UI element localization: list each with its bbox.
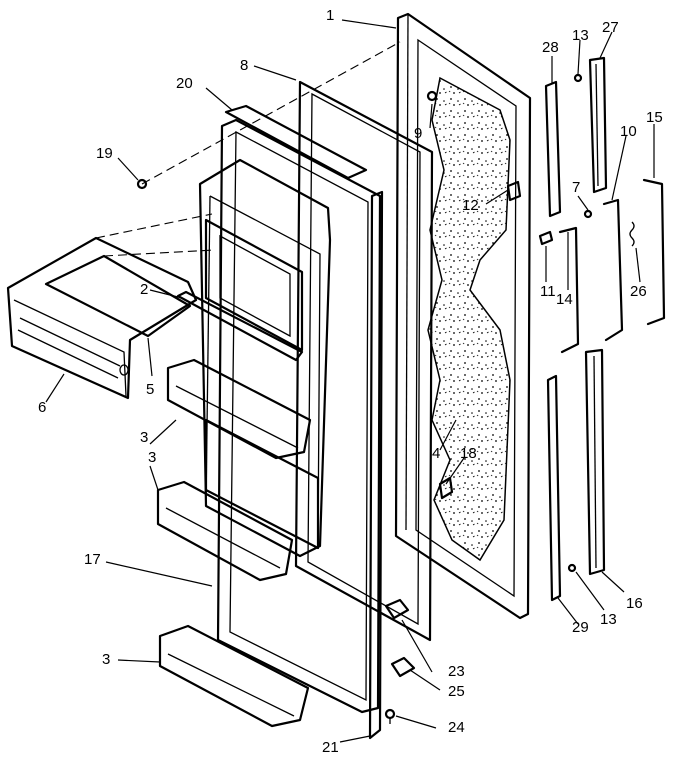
handle-10	[602, 198, 624, 342]
callout-3-upper: 3	[140, 429, 149, 446]
hinge-hardware	[384, 598, 416, 724]
door-bin-middle	[156, 480, 294, 582]
door-gasket	[294, 80, 434, 642]
callout-23: 23	[448, 663, 465, 680]
callout-2: 2	[140, 281, 149, 298]
callout-4: 4	[432, 445, 441, 462]
callout-8: 8	[240, 57, 249, 74]
callout-20: 20	[176, 75, 193, 92]
callout-7: 7	[572, 179, 581, 196]
callout-12: 12	[462, 197, 479, 214]
callout-25: 25	[448, 683, 465, 700]
callout-24: 24	[448, 719, 465, 736]
alignment-lines	[95, 41, 401, 257]
dispenser-cover	[6, 236, 198, 400]
handle-15	[642, 178, 666, 326]
callout-28: 28	[542, 39, 559, 56]
callout-13-bottom: 13	[600, 611, 617, 628]
top-trim	[224, 104, 368, 180]
door-liner	[198, 118, 382, 714]
callout-27: 27	[602, 19, 619, 36]
callout-17: 17	[84, 551, 101, 568]
door-bin-upper	[166, 358, 312, 460]
spring-26	[629, 221, 635, 247]
callout-26: 26	[630, 283, 647, 300]
handle-cap-16	[584, 348, 606, 576]
handle-trim-29	[546, 374, 562, 602]
callout-6: 6	[38, 399, 47, 416]
callout-13-top: 13	[572, 27, 589, 44]
callout-18: 18	[460, 445, 477, 462]
callout-3-middle: 3	[148, 449, 157, 466]
callout-1: 1	[326, 7, 335, 24]
callout-16: 16	[626, 595, 643, 612]
side-trim	[368, 190, 384, 740]
outer-door-panel	[394, 12, 532, 620]
handle-trim-28	[544, 80, 562, 218]
callout-29: 29	[572, 619, 589, 636]
door-bin-lower	[158, 624, 310, 728]
shelf-bar	[176, 290, 304, 362]
callout-5: 5	[146, 381, 155, 398]
handle-cap-27	[588, 56, 608, 194]
handle-14	[558, 226, 580, 354]
callout-9: 9	[414, 125, 423, 142]
bracket-11	[538, 230, 554, 246]
dispenser-panel	[44, 254, 192, 338]
screws	[136, 73, 593, 573]
callout-14: 14	[556, 291, 573, 308]
callout-15: 15	[646, 109, 663, 126]
foam-insulation	[427, 76, 511, 562]
callout-3-lower: 3	[102, 651, 111, 668]
callout-10: 10	[620, 123, 637, 140]
leader-lines	[45, 19, 655, 743]
callout-21: 21	[322, 739, 339, 756]
callout-19: 19	[96, 145, 113, 162]
callout-11: 11	[540, 283, 556, 300]
